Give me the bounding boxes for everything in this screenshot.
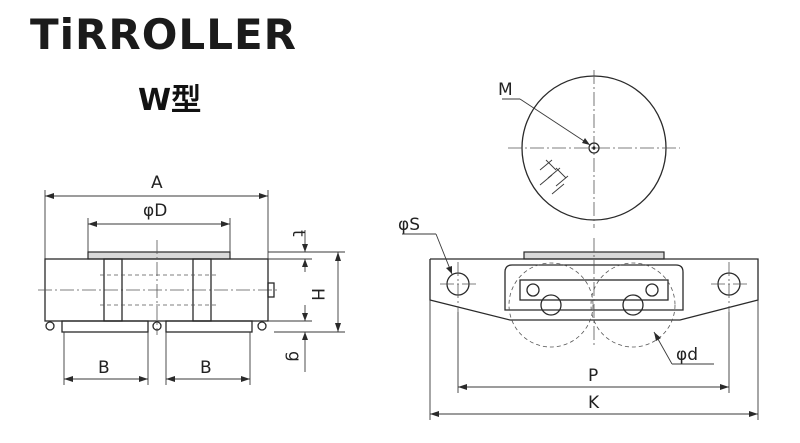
- side-view: A φD t: [38, 173, 345, 385]
- model-title: W型: [138, 83, 202, 118]
- dim-label-b-left: B: [98, 358, 110, 378]
- dim-label-h: H: [307, 288, 327, 301]
- dim-label-a: A: [151, 173, 163, 193]
- dim-label-phi-s: φS: [398, 215, 420, 235]
- dim-label-m: M: [498, 80, 513, 100]
- front-view: φS φd P K: [398, 215, 759, 420]
- dim-label-phi-d-small: φd: [676, 345, 698, 365]
- dim-label-g: g: [284, 351, 304, 362]
- dim-label-phi-d: φD: [143, 201, 167, 221]
- brand-logo: TiRROLLER: [30, 10, 297, 59]
- dim-label-p: P: [588, 366, 598, 386]
- dim-label-b-right: B: [200, 358, 212, 378]
- dim-label-t: t: [288, 230, 308, 237]
- dim-label-k: K: [588, 393, 600, 413]
- top-view: M: [498, 70, 680, 228]
